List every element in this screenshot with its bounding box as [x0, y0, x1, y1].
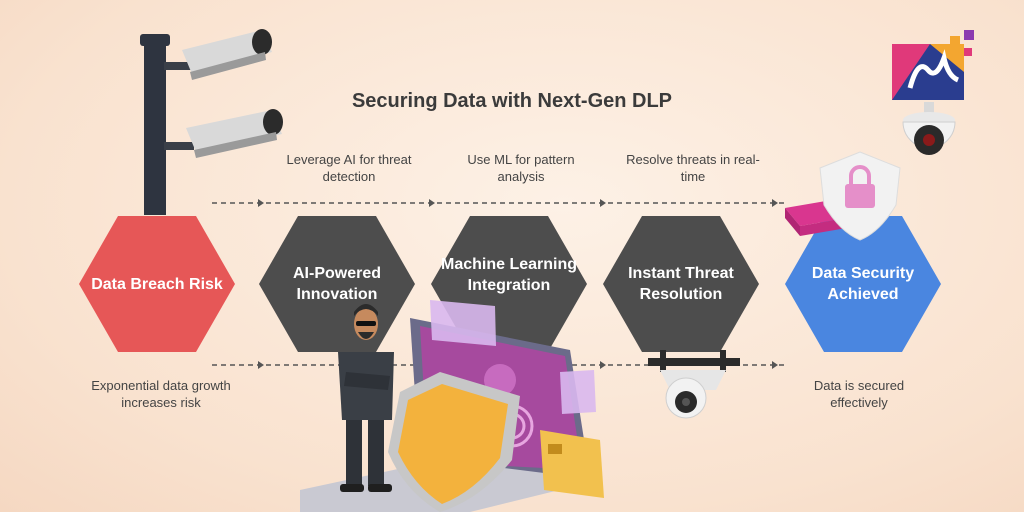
caption-machine-learning-integration: Use ML for pattern analysis — [467, 152, 575, 184]
cctv-camera-icon — [140, 29, 283, 215]
step-label: Data Security Achieved — [811, 265, 915, 303]
caption-instant-threat-resolution: Resolve threats in real-time — [626, 152, 760, 184]
step-label: AI-Powered Innovation — [292, 265, 381, 303]
step-data-security-achieved: Data Security Achieved — [785, 216, 941, 352]
arrow-head — [772, 199, 778, 207]
caption-data-breach-risk: Exponential data growth increases risk — [91, 378, 231, 410]
caption-ai-powered-innovation: Leverage AI for threat detection — [286, 152, 412, 184]
dome-camera-icon — [902, 102, 956, 155]
dome-camera-icon — [648, 350, 740, 419]
diagram-title: Securing Data with Next-Gen DLP — [351, 90, 673, 112]
arrow-head — [258, 199, 264, 207]
arrow-head — [772, 361, 778, 369]
arrow-head — [600, 361, 606, 369]
brand-logo-icon — [892, 30, 974, 100]
step-data-breach-risk: Data Breach Risk — [79, 216, 235, 352]
step-label: Machine Learning Integration — [440, 256, 578, 294]
arrow-head — [258, 361, 264, 369]
step-instant-threat-resolution: Instant Threat Resolution — [603, 216, 759, 352]
arrow-head — [429, 199, 435, 207]
hacker-figure-icon — [338, 304, 394, 492]
step-label: Instant Threat Resolution — [628, 265, 734, 303]
step-label: Data Breach Risk — [91, 275, 223, 293]
padlock-shield-icon — [785, 151, 901, 241]
arrow-head — [600, 199, 606, 207]
security-shield-icon — [388, 372, 520, 512]
caption-data-security-achieved: Data is secured effectively — [813, 378, 905, 410]
